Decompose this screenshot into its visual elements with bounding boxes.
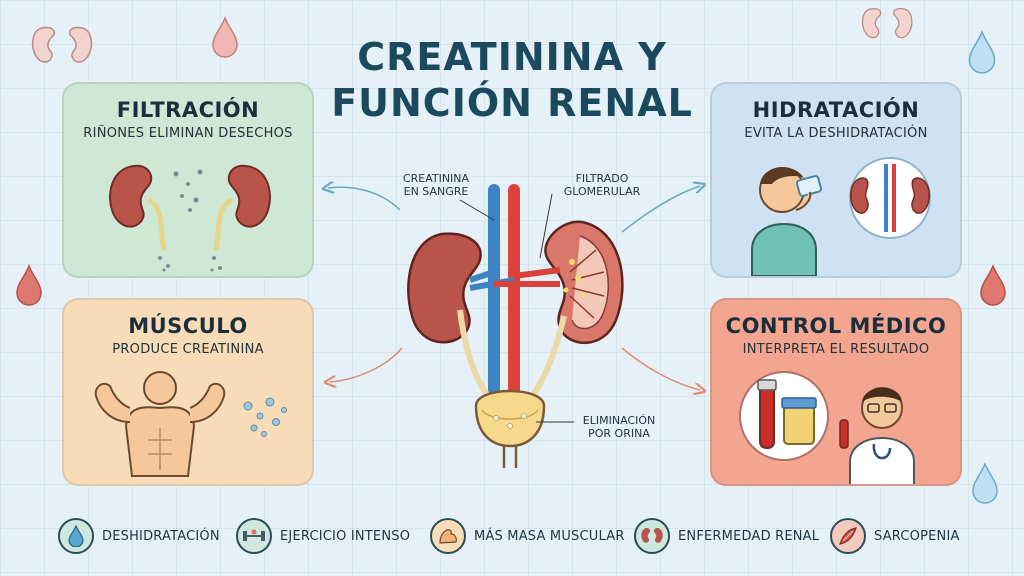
card-control-title: CONTROL MÉDICO [725,314,947,338]
label-filtrado-glomerular: FILTRADO GLOMERULAR [563,172,641,198]
dumbbell-icon [236,518,272,554]
water-drop-decoration-icon [968,30,996,74]
label-creatinina-sangre: CREATININA EN SANGRE [402,172,470,198]
legend-label-masa-muscular: MÁS MASA MUSCULAR [474,528,625,544]
card-control-medico: CONTROL MÉDICO INTERPRETA EL RESULTADO [710,298,962,486]
arm-muscle-icon [430,518,466,554]
card-hidratacion-subtitle: EVITA LA DESHIDRATACIÓN [744,126,928,141]
legend-item-deshidratacion: DESHIDRATACIÓN [58,514,220,558]
card-filtracion-title: FILTRACIÓN [116,98,260,122]
card-hidratacion-title: HIDRATACIÓN [752,98,920,122]
kidney-decoration-icon [31,26,93,63]
card-filtracion: FILTRACIÓN RIÑONES ELIMINAN DESECHOS [62,82,314,278]
card-filtracion-subtitle: RIÑONES ELIMINAN DESECHOS [83,126,293,141]
legend-item-enfermedad-renal: ENFERMEDAD RENAL [634,514,819,558]
legend-label-sarcopenia: SARCOPENIA [874,528,960,544]
person-drinking-water-icon [751,157,931,276]
card-control-subtitle: INTERPRETA EL RESULTADO [742,342,930,357]
muscle-fiber-icon [830,518,866,554]
title-line-2: FUNCIÓN RENAL [331,81,693,125]
blood-drop-decoration-icon-right [980,264,1006,306]
card-hidratacion: HIDRATACIÓN EVITA LA DESHIDRATACIÓN [710,82,962,278]
legend-item-sarcopenia: SARCOPENIA [830,514,960,558]
card-musculo-title: MÚSCULO [128,314,248,338]
kidney-urinary-system-diagram [407,184,624,468]
card-musculo: MÚSCULO PRODUCE CREATININA [62,298,314,486]
legend-label-deshidratacion: DESHIDRATACIÓN [102,528,220,544]
card-musculo-subtitle: PRODUCE CREATININA [112,342,264,357]
water-drop-decoration-icon-bottom [972,462,998,504]
legend-label-enfermedad-renal: ENFERMEDAD RENAL [678,528,820,544]
muscular-person-icon [94,371,287,477]
legend-label-ejercicio: EJERCICIO INTENSO [280,528,411,544]
page-title: CREATININA Y FUNCIÓN RENAL [312,34,712,126]
blood-drop-decoration-icon [212,16,238,58]
title-line-1: CREATININA Y [357,35,667,79]
filtering-kidneys-icon [109,164,271,272]
legend-item-ejercicio: EJERCICIO INTENSO [236,514,410,558]
blood-drop-decoration-icon-left [16,264,42,306]
water-drop-icon [58,518,94,554]
kidney-decoration-icon-right [861,7,913,39]
doctor-with-samples-icon [739,371,915,484]
kidney-icon [634,518,670,554]
label-eliminacion-orina: ELIMINACIÓN POR ORINA [582,414,656,440]
legend-item-masa-muscular: MÁS MASA MUSCULAR [430,514,625,558]
left-kidney [407,232,482,344]
